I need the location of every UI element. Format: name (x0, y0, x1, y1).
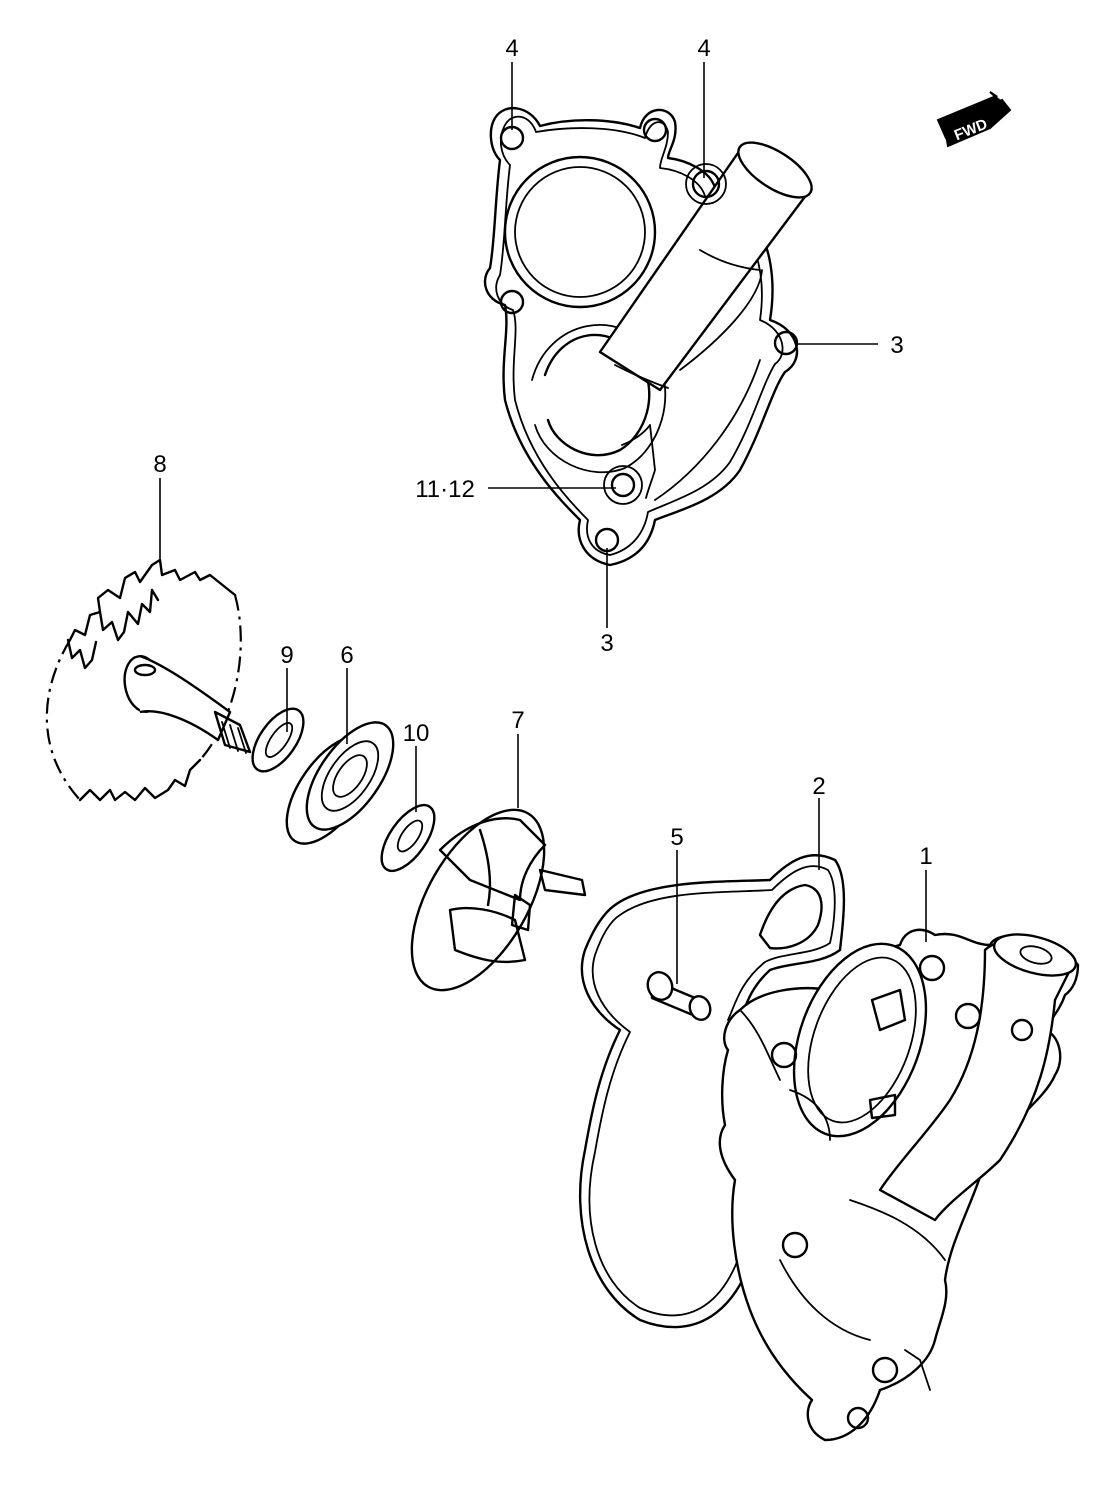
callout-4a: 4 (505, 35, 518, 62)
callout-9: 9 (280, 642, 293, 669)
pump-body (718, 928, 1080, 1442)
washer (251, 707, 305, 773)
callout-5: 5 (670, 824, 683, 851)
seal (380, 804, 436, 872)
callout-10: 10 (403, 720, 430, 747)
callout-labels: 4 4 3 3 11·12 8 9 6 10 7 2 1 5 (153, 35, 932, 870)
fwd-direction-arrow: FWD (936, 91, 1012, 148)
callout-1: 1 (919, 843, 932, 870)
callout-7: 7 (511, 707, 524, 734)
dowel-pin (646, 971, 712, 1021)
callout-8: 8 (153, 451, 166, 478)
callout-2: 2 (812, 773, 825, 800)
callout-4b: 4 (697, 35, 710, 62)
bearing (285, 721, 395, 845)
pump-shaft-gear (45, 558, 252, 802)
pump-cover (483, 106, 813, 567)
callout-6: 6 (340, 642, 353, 669)
callout-3b: 3 (600, 630, 613, 657)
callout-11-12: 11·12 (415, 476, 475, 503)
callout-3a: 3 (890, 332, 903, 359)
impeller (410, 808, 587, 992)
leader-lines (159, 62, 927, 984)
